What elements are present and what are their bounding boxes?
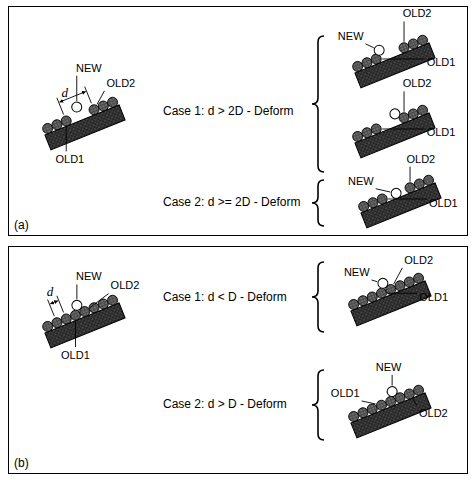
new-particle <box>390 187 403 200</box>
new-particle <box>373 44 386 57</box>
leader-line <box>76 284 77 299</box>
new-particle <box>70 299 83 312</box>
old-particle <box>412 384 425 397</box>
part-label: OLD2 <box>419 407 448 419</box>
leader-line <box>382 128 424 129</box>
brace <box>312 370 324 440</box>
part-label: OLD1 <box>61 349 90 361</box>
leader-line <box>66 127 67 151</box>
particle-bed <box>349 97 436 158</box>
new-particle <box>70 101 83 114</box>
part-label: NEW <box>338 30 364 42</box>
old-particle <box>376 192 389 205</box>
dimension-line <box>50 301 57 304</box>
leader-line <box>410 167 411 182</box>
leader-line <box>76 76 77 101</box>
part-label: NEW <box>348 175 374 187</box>
substrate <box>45 303 125 348</box>
old-particle <box>106 294 119 307</box>
substrate <box>355 113 435 158</box>
new-particle <box>376 277 389 290</box>
leader-line <box>75 321 76 347</box>
brace <box>312 36 324 172</box>
part-label: OLD2 <box>403 77 432 89</box>
panel-letter: (a) <box>14 218 29 232</box>
leader-line <box>392 375 393 386</box>
case-label: Case 2: d > D - Deform <box>163 398 287 411</box>
old-particle <box>412 272 425 285</box>
leader-line <box>413 399 417 405</box>
leader-line <box>404 21 405 41</box>
part-label: OLD1 <box>427 56 456 68</box>
part-label: OLD1 <box>56 153 85 165</box>
part-label: OLD1 <box>419 291 448 303</box>
dimension-label: d <box>62 86 69 100</box>
extension-line <box>48 300 55 317</box>
leader-line <box>404 91 405 111</box>
part-label: OLD1 <box>427 126 456 138</box>
panel-letter: (b) <box>14 456 29 470</box>
leader-line <box>366 44 374 48</box>
part-label: OLD2 <box>404 254 433 266</box>
particle-bed <box>344 376 431 438</box>
old-particle <box>60 114 73 127</box>
leader-line <box>387 293 417 294</box>
part-label: OLD2 <box>106 77 135 89</box>
old-particle <box>416 34 429 47</box>
leader-line <box>372 280 378 282</box>
old-particle <box>416 104 429 117</box>
substrate <box>351 281 431 326</box>
old-particle <box>106 96 119 109</box>
case-label: Case 1: d > 2D - Deform <box>163 105 293 118</box>
case-label: Case 2: d >= 2D - Deform <box>163 196 300 209</box>
part-label: NEW <box>344 266 370 278</box>
case-label: Case 1: d < D - Deform <box>163 291 287 304</box>
new-particle <box>388 107 401 120</box>
old-particle <box>422 174 435 187</box>
part-label: NEW <box>76 270 102 282</box>
brace <box>312 180 324 226</box>
extension-line <box>85 87 92 104</box>
part-label: OLD1 <box>331 387 360 399</box>
substrate <box>45 105 125 150</box>
extension-line <box>57 296 64 313</box>
leader-line <box>376 189 391 192</box>
leader-line <box>362 401 376 404</box>
leader-line <box>382 58 424 59</box>
part-label: OLD2 <box>403 7 432 19</box>
leader-line <box>394 268 403 284</box>
part-label: NEW <box>376 361 402 373</box>
part-label: NEW <box>76 62 102 74</box>
part-label: OLD2 <box>111 279 140 291</box>
leader-line <box>90 294 109 308</box>
new-particle <box>386 385 399 398</box>
part-label: OLD2 <box>407 153 436 165</box>
brace <box>312 262 324 332</box>
leader-line <box>388 198 427 199</box>
particle-bed <box>344 264 431 326</box>
part-label: OLD1 <box>429 197 458 209</box>
dimension-label: d <box>47 285 54 299</box>
old-particle <box>370 122 383 135</box>
leader-line <box>97 91 105 105</box>
